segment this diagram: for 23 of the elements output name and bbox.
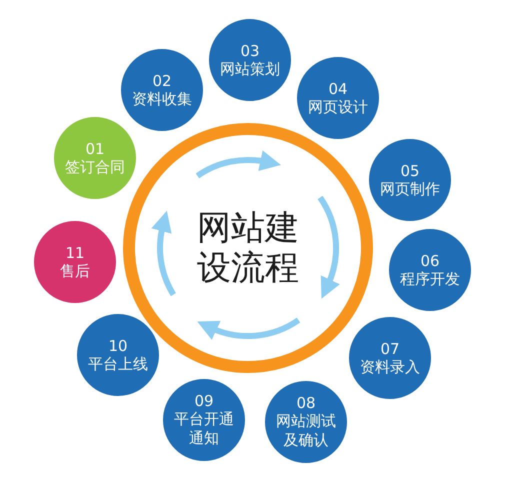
step-number: 04 (328, 80, 348, 98)
step-number: 09 (194, 392, 214, 410)
step-label: 网页制作 (379, 180, 441, 198)
step-number: 05 (400, 162, 420, 180)
step-number: 07 (380, 340, 400, 358)
step-number: 11 (65, 244, 85, 262)
step-label: 网页设计 (307, 98, 369, 116)
step-number: 10 (108, 336, 128, 354)
step-number: 01 (85, 140, 105, 158)
step-number: 03 (240, 42, 260, 60)
step-label: 资料录入 (359, 358, 421, 376)
step-number: 02 (152, 72, 172, 90)
step-number: 08 (296, 394, 316, 412)
step-label: 网站策划 (219, 60, 281, 78)
step-label: 网站测试及确认 (275, 412, 337, 450)
step-label: 签订合同 (64, 158, 126, 176)
center-title: 网站建设流程 (196, 208, 300, 288)
step-label: 平台上线 (87, 354, 149, 374)
step-number: 06 (420, 252, 440, 270)
step-label: 资料收集 (131, 90, 193, 108)
step-label: 平台开通通知 (173, 410, 235, 448)
step-label: 售后 (59, 262, 91, 280)
step-label: 程序开发 (399, 270, 461, 288)
